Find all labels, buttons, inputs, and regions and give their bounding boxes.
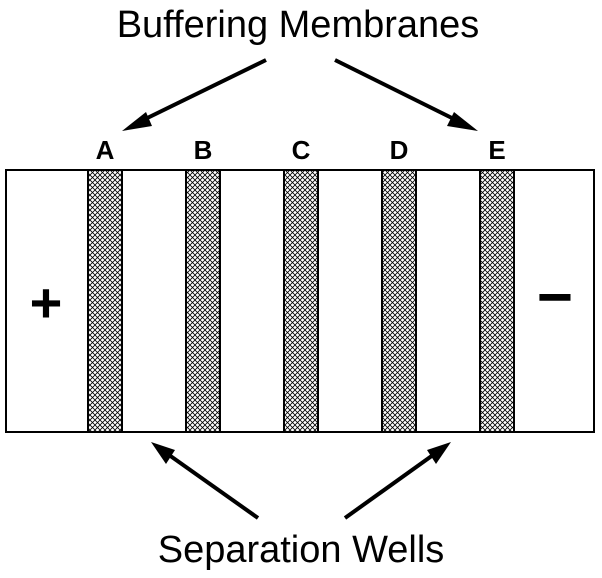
membrane-letter-d: D — [390, 135, 409, 165]
cathode-minus-sign: − — [537, 263, 573, 332]
separation-wells-label: Separation Wells — [158, 529, 445, 571]
arrowhead-right-well-icon — [427, 442, 451, 464]
membrane-letter-c: C — [292, 135, 311, 165]
membrane-a — [87, 169, 123, 433]
membrane-letters: A B C D E — [96, 135, 506, 165]
buffering-membranes-label: Buffering Membranes — [117, 4, 480, 46]
membrane-e — [479, 169, 515, 433]
arrowhead-left-well-icon — [151, 442, 175, 464]
membrane-letter-a: A — [96, 135, 115, 165]
membrane-b — [185, 169, 221, 433]
bottom-arrows — [151, 442, 451, 520]
membrane-d — [381, 169, 417, 433]
membrane-c — [283, 169, 319, 433]
arrow-to-left-well — [160, 448, 260, 520]
membrane-letter-e: E — [488, 135, 505, 165]
top-arrows — [122, 58, 478, 131]
arrow-to-right-well — [343, 448, 442, 520]
membrane-letter-b: B — [194, 135, 213, 165]
membranes — [87, 169, 515, 433]
arrow-to-membrane-e — [334, 58, 467, 127]
arrowhead-a-icon — [122, 112, 152, 131]
arrow-to-membrane-a — [132, 58, 267, 127]
anode-plus-sign: + — [30, 271, 63, 334]
arrowhead-e-icon — [447, 112, 478, 131]
